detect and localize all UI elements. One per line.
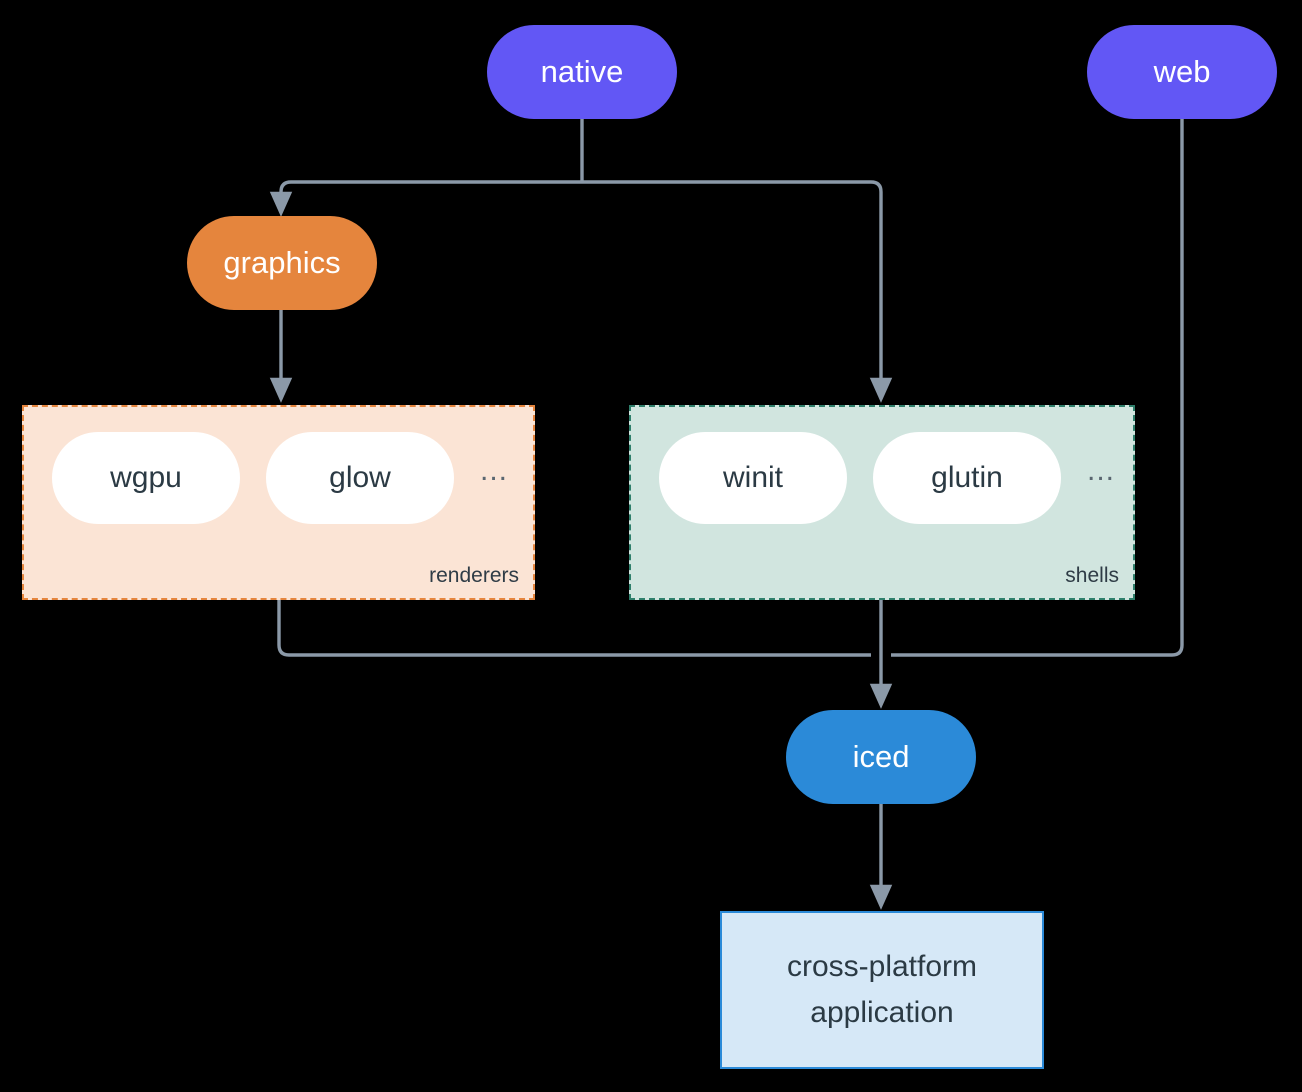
edge-native-to-shells [582, 180, 893, 403]
edge-native-to-graphics [269, 180, 582, 217]
chip-wgpu[interactable]: wgpu [52, 432, 240, 524]
chip-winit[interactable]: winit [659, 432, 847, 524]
group-shells: winit glutin ... shells [629, 405, 1135, 600]
chip-wgpu-label: wgpu [110, 461, 182, 495]
node-web[interactable]: web [1087, 25, 1277, 119]
group-renderers: wgpu glow ... renderers [22, 405, 535, 600]
shells-chip-row: winit glutin ... [659, 432, 1115, 524]
shells-more-ellipsis: ... [1087, 454, 1116, 487]
node-native[interactable]: native [487, 25, 677, 119]
chip-glutin[interactable]: glutin [873, 432, 1061, 524]
node-application-line2: application [810, 996, 954, 1029]
chip-glow[interactable]: glow [266, 432, 454, 524]
node-iced-label: iced [852, 738, 910, 774]
node-application-line1: cross-platform [786, 949, 978, 983]
node-graphics[interactable]: graphics [187, 216, 377, 310]
node-graphics-label: graphics [223, 244, 341, 280]
group-renderers-label: renderers [429, 564, 519, 587]
chip-winit-label: winit [722, 461, 783, 495]
node-iced[interactable]: iced [786, 710, 976, 804]
group-shells-label: shells [1065, 564, 1119, 587]
edge-renderers-to-iced [277, 600, 871, 657]
node-native-label: native [540, 53, 624, 89]
node-web-label: web [1153, 53, 1211, 89]
chip-glow-label: glow [329, 461, 391, 495]
renderers-more-ellipsis: ... [480, 454, 509, 487]
renderers-chip-row: wgpu glow ... [52, 432, 508, 524]
node-application[interactable]: cross-platform application [720, 911, 1044, 1069]
chip-glutin-label: glutin [931, 461, 1003, 495]
